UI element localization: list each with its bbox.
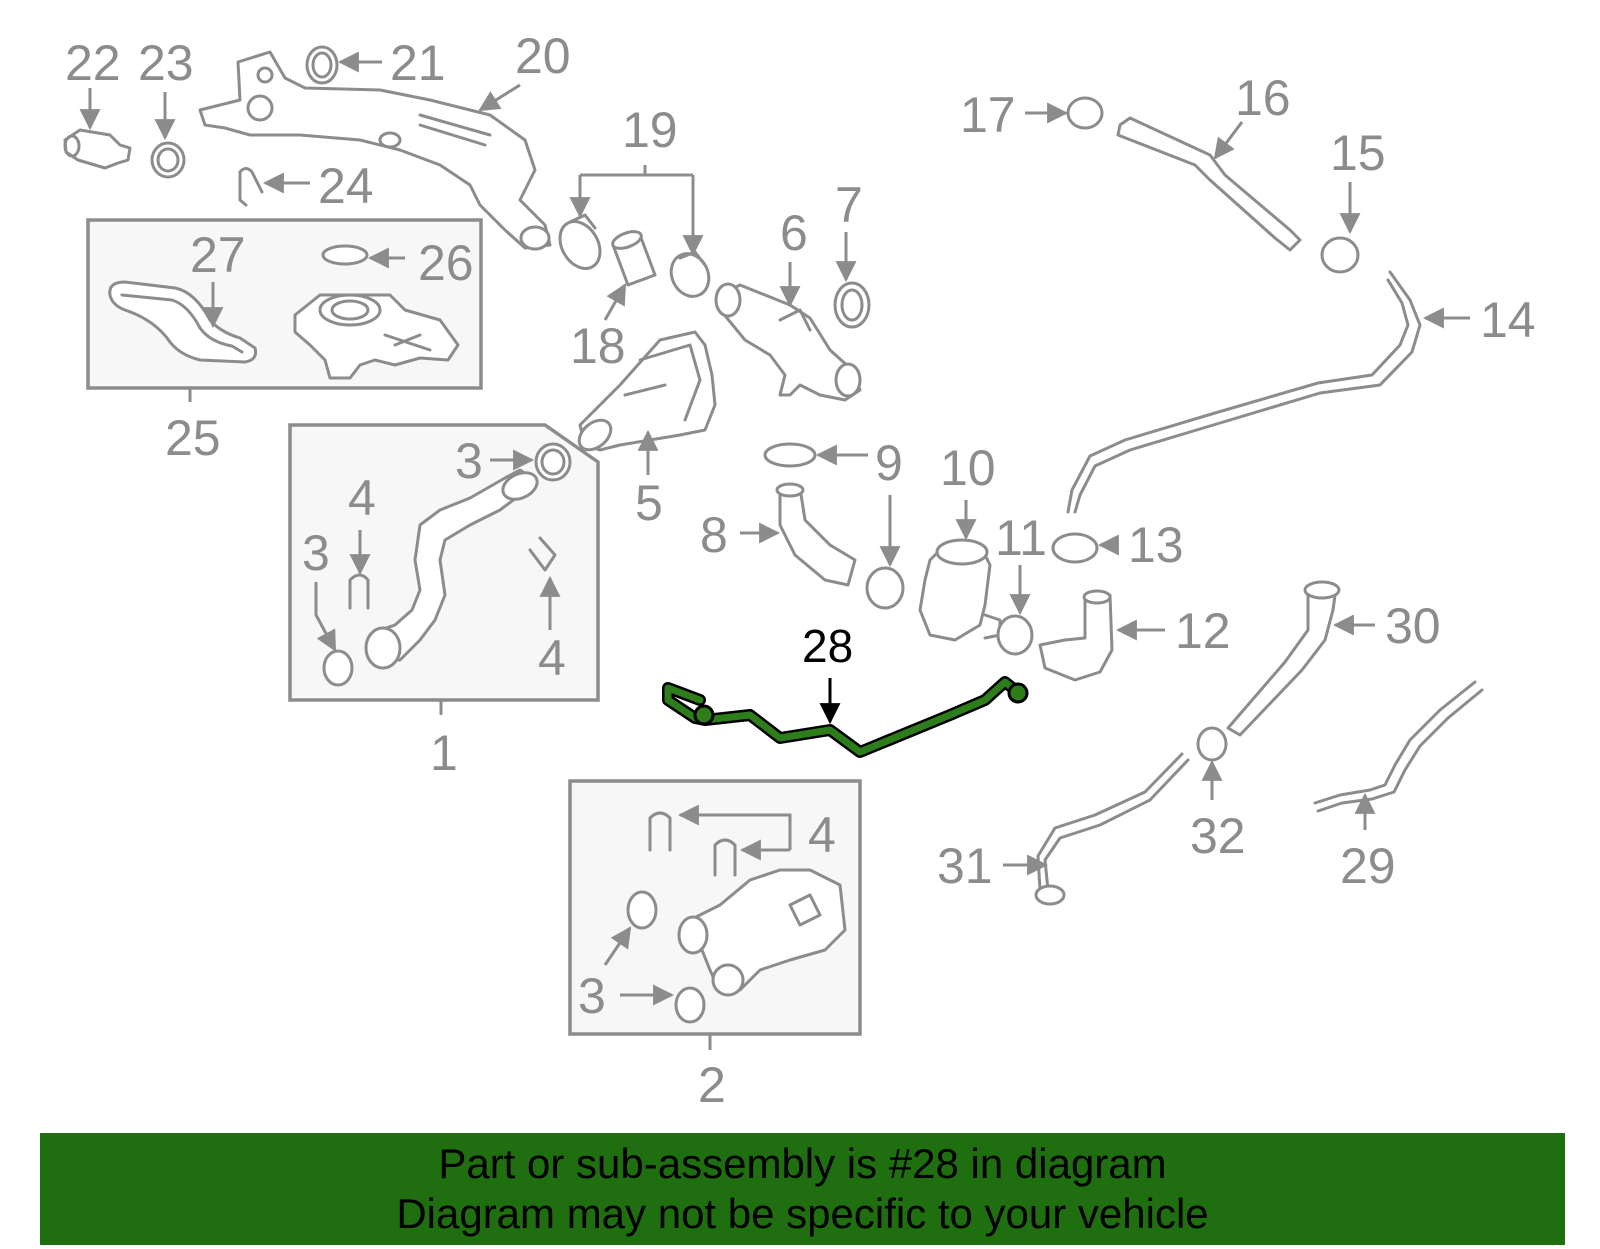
clip-part-24[interactable] <box>238 167 264 207</box>
label-8: 8 <box>700 507 728 563</box>
clip-part-4-right[interactable] <box>528 536 557 572</box>
label-11: 11 <box>995 510 1047 566</box>
banner-line-2: Diagram may not be specific to your vehi… <box>396 1190 1209 1237</box>
label-21: 21 <box>390 35 446 91</box>
label-4-kit2: 4 <box>808 807 836 863</box>
oring-part-21-inner <box>311 51 333 79</box>
oring-part-7-inner <box>840 288 864 322</box>
label-20: 20 <box>515 28 571 84</box>
hose-kit-1[interactable] <box>364 468 541 670</box>
clip-part-4-kit2b[interactable] <box>713 838 737 877</box>
clip-part-4-kit2a[interactable] <box>648 811 672 852</box>
leader-20 <box>478 83 521 112</box>
leader-3-left <box>314 582 337 652</box>
pipe-part-31-end <box>1034 884 1066 906</box>
label-9: 9 <box>875 435 903 491</box>
label-25: 25 <box>165 410 221 466</box>
label-23: 23 <box>138 35 194 91</box>
hose-part-8[interactable] <box>778 486 857 587</box>
label-1: 1 <box>430 725 458 781</box>
pipe-part-30[interactable] <box>1226 586 1338 737</box>
pipe-part-14[interactable] <box>1066 270 1422 514</box>
leader-16 <box>1213 121 1244 160</box>
thermostat-housing-part-5[interactable] <box>573 330 717 456</box>
hose-part-8-end <box>775 482 805 498</box>
oring-part-3-top-inner <box>540 448 566 476</box>
highlighted-pipe-part-28[interactable] <box>662 676 1029 758</box>
label-30: 30 <box>1385 598 1441 654</box>
clamp-part-15[interactable] <box>1320 236 1360 274</box>
leader-18 <box>603 283 627 321</box>
clamp-part-19b[interactable] <box>664 247 715 302</box>
clamp-part-13[interactable] <box>1051 532 1099 564</box>
label-19: 19 <box>622 102 678 158</box>
info-banner: Part or sub-assembly is #28 in diagram D… <box>40 1133 1565 1245</box>
pipe-part-29[interactable] <box>1313 680 1484 813</box>
water-pump-25[interactable] <box>293 293 460 380</box>
oring-part-3-left[interactable] <box>322 649 354 687</box>
label-16: 16 <box>1235 70 1291 126</box>
banner-line-1: Part or sub-assembly is #28 in diagram <box>438 1140 1167 1187</box>
label-29: 29 <box>1340 838 1396 894</box>
label-14: 14 <box>1480 292 1536 348</box>
label-28: 28 <box>802 620 853 672</box>
label-3-kit2: 3 <box>578 968 606 1024</box>
label-13: 13 <box>1128 517 1184 573</box>
oring-part-3-kit2b[interactable] <box>674 986 706 1024</box>
coolant-pipe-part-20[interactable] <box>198 50 552 251</box>
clamp-part-11[interactable] <box>996 614 1034 656</box>
label-17: 17 <box>960 87 1016 143</box>
label-10: 10 <box>940 440 996 496</box>
label-26: 26 <box>418 235 474 291</box>
label-4-b: 4 <box>538 630 566 686</box>
valve-part-10[interactable] <box>918 538 1002 642</box>
leader-3-kit2a <box>603 926 632 966</box>
hose-part-12-end <box>1082 589 1112 605</box>
label-15: 15 <box>1330 125 1386 181</box>
label-12: 12 <box>1175 603 1231 659</box>
label-2: 2 <box>698 1057 726 1113</box>
clamp-part-9[interactable] <box>763 442 817 468</box>
oring-part-3-kit2a[interactable] <box>626 890 658 930</box>
label-18: 18 <box>570 318 626 374</box>
label-5: 5 <box>635 475 663 531</box>
label-4-a: 4 <box>348 470 376 526</box>
clamp-part-9-lower[interactable] <box>865 566 905 610</box>
pipe-part-30-end <box>1303 580 1341 600</box>
hose-part-12[interactable] <box>1038 593 1114 682</box>
label-31: 31 <box>937 838 993 894</box>
sleeve-part-18[interactable] <box>611 228 657 287</box>
clamp-part-19a[interactable] <box>552 213 608 275</box>
hose-kit-2[interactable] <box>677 868 847 997</box>
label-3-left: 3 <box>302 525 330 581</box>
hose-part-16[interactable] <box>1116 116 1302 252</box>
sensor-part-22[interactable] <box>63 128 132 170</box>
label-22: 22 <box>65 35 121 91</box>
outlet-pipe-part-6[interactable] <box>714 282 862 402</box>
label-24: 24 <box>318 158 374 214</box>
label-6: 6 <box>780 205 808 261</box>
label-27: 27 <box>190 227 246 283</box>
gasket-part-27[interactable] <box>108 280 257 364</box>
label-3-top: 3 <box>455 433 483 489</box>
oring-part-23-inner <box>156 147 180 173</box>
label-32: 32 <box>1190 808 1246 864</box>
grommet-part-32[interactable] <box>1196 726 1228 762</box>
oring-part-26[interactable] <box>321 244 369 266</box>
clamp-part-17[interactable] <box>1066 96 1104 130</box>
pipe-part-31[interactable] <box>1036 752 1190 892</box>
label-7: 7 <box>835 177 863 233</box>
leader-19 <box>578 165 695 252</box>
